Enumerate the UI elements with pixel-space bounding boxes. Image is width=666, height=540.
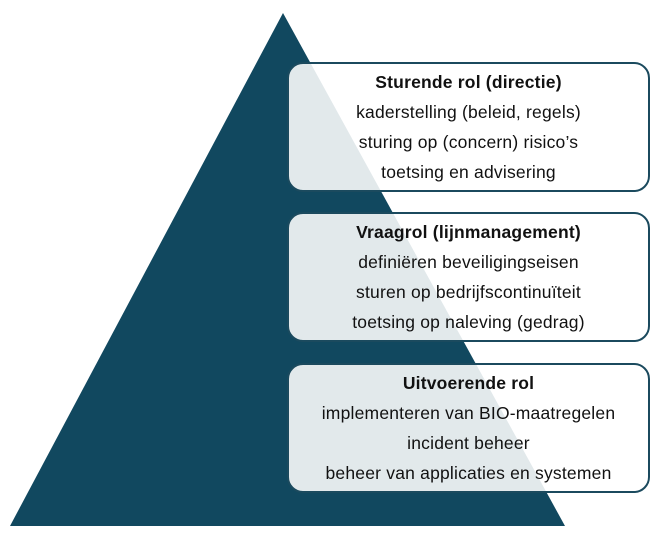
role-box-line: incident beheer (407, 433, 530, 453)
role-box-title: Uitvoerende rol (402, 373, 535, 393)
role-box-line: definiëren beveiligingseisen (358, 252, 579, 272)
role-box-sturende-rol: Sturende rol (directie) kaderstelling (b… (287, 62, 650, 192)
role-box-line: beheer van applicaties en systemen (325, 463, 612, 483)
role-box-line: sturing op (concern) risico’s (358, 132, 579, 152)
role-box-title: Vraagrol (lijnmanagement) (356, 222, 581, 242)
role-box-line: toetsing op naleving (gedrag) (352, 312, 585, 332)
role-box-line: kaderstelling (beleid, regels) (356, 102, 581, 122)
role-box-uitvoerende-rol: Uitvoerende rol implementeren van BIO-ma… (287, 363, 650, 493)
role-box-vraagrol: Vraagrol (lijnmanagement) definiëren bev… (287, 212, 650, 342)
role-box-line: toetsing en advisering (381, 162, 556, 182)
role-box-title: Sturende rol (directie) (375, 72, 562, 92)
role-box-line: implementeren van BIO-maatregelen (321, 403, 616, 423)
role-box-line: sturen op bedrijfscontinuïteit (356, 282, 581, 302)
